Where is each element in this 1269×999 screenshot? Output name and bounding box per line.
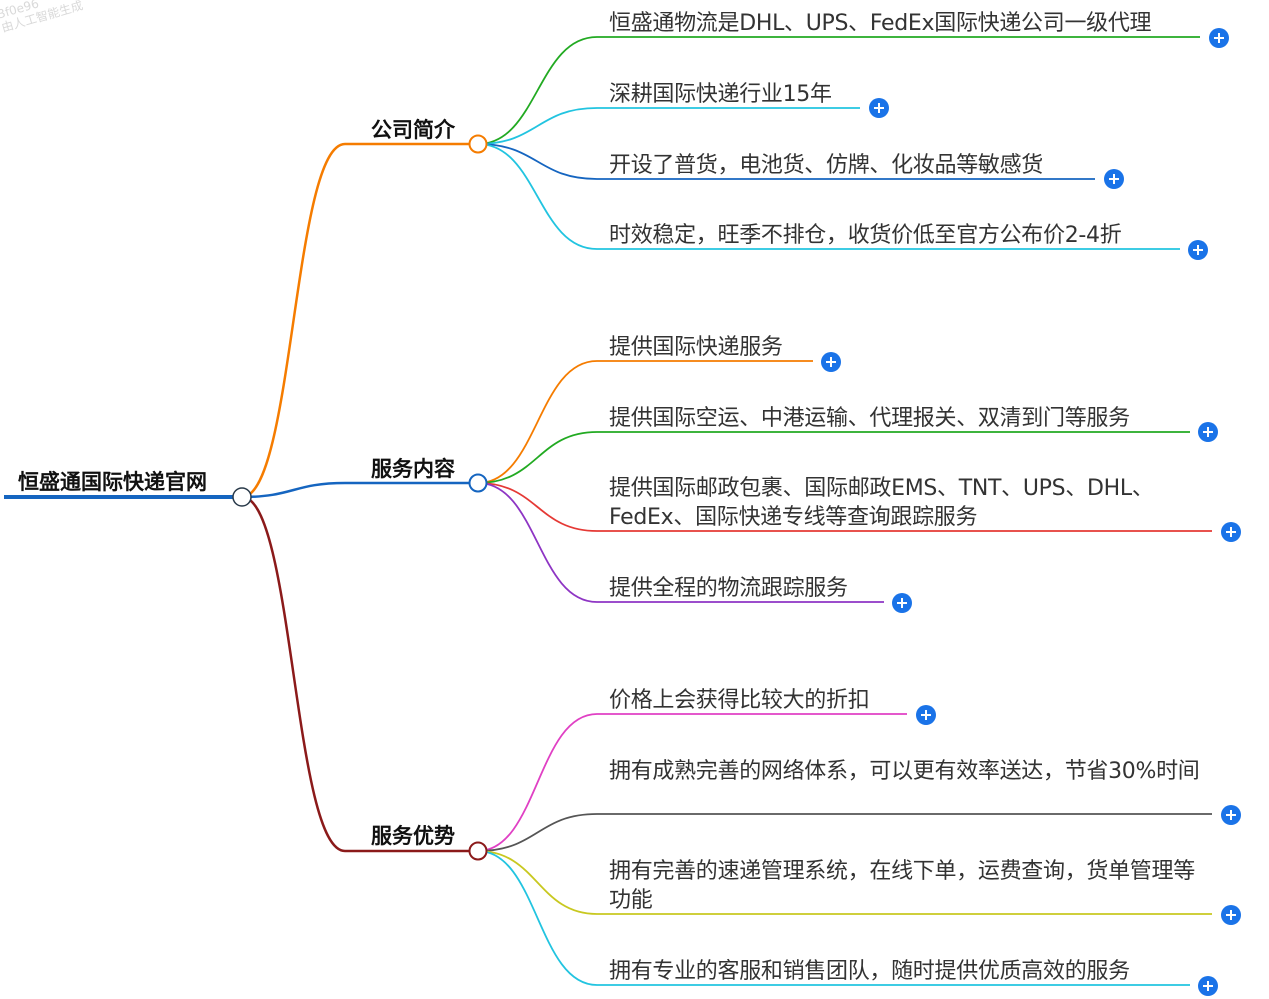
leaf-text[interactable]: 恒盛通物流是DHL、UPS、FedEx国际快递公司一级代理	[609, 11, 1152, 36]
leaf-connector	[477, 36, 598, 145]
leaf-connector	[477, 431, 598, 484]
leaf-text[interactable]: 提供国际邮政包裹、国际邮政EMS、TNT、UPS、DHL、FedEx、国际快递专…	[609, 476, 1154, 530]
leaf-connector	[477, 107, 598, 145]
branch-node-circle[interactable]	[468, 841, 488, 861]
root-node-label[interactable]: 恒盛通国际快递官网	[18, 470, 207, 494]
leaf-connector	[477, 482, 598, 532]
leaf-connector	[477, 850, 598, 915]
leaf-connector	[477, 360, 598, 484]
branch-node-circle[interactable]	[468, 473, 488, 493]
leaf-connector	[477, 143, 598, 250]
root-node-circle[interactable]	[232, 487, 252, 507]
leaf-text[interactable]: 拥有成熟完善的网络体系，可以更有效率送达，节省30%时间	[609, 759, 1200, 784]
leaf-text[interactable]: 拥有专业的客服和销售团队，随时提供优质高效的服务	[609, 959, 1130, 984]
leaf-connector	[477, 813, 598, 852]
leaf-text[interactable]: 提供国际空运、中港运输、代理报关、双清到门等服务	[609, 406, 1130, 431]
leaf-text[interactable]: 开设了普货，电池货、仿牌、化妆品等敏感货	[609, 153, 1044, 178]
branch-connector	[241, 481, 346, 499]
leaf-connector	[477, 482, 598, 603]
leaf-connector	[477, 143, 598, 180]
branch-label-company-intro[interactable]: 公司简介	[371, 118, 455, 142]
branch-label-service-advantage[interactable]: 服务优势	[371, 824, 455, 848]
leaf-connector	[477, 850, 598, 986]
leaf-text[interactable]: 深耕国际快递行业15年	[609, 82, 832, 107]
branch-connector	[241, 142, 346, 499]
branch-node-circle[interactable]	[468, 134, 488, 154]
branch-connector	[241, 495, 346, 853]
branch-label-service-content[interactable]: 服务内容	[371, 457, 455, 481]
leaf-text[interactable]: 提供全程的物流跟踪服务	[609, 576, 848, 601]
leaf-text[interactable]: 提供国际快递服务	[609, 335, 783, 360]
leaf-text[interactable]: 拥有完善的速递管理系统，在线下单，运费查询，货单管理等功能	[609, 859, 1195, 913]
leaf-connector	[477, 713, 598, 852]
leaf-text[interactable]: 价格上会获得比较大的折扣	[609, 688, 870, 713]
leaf-text[interactable]: 时效稳定，旺季不排仓，收货价低至官方公布价2-4折	[609, 223, 1122, 248]
